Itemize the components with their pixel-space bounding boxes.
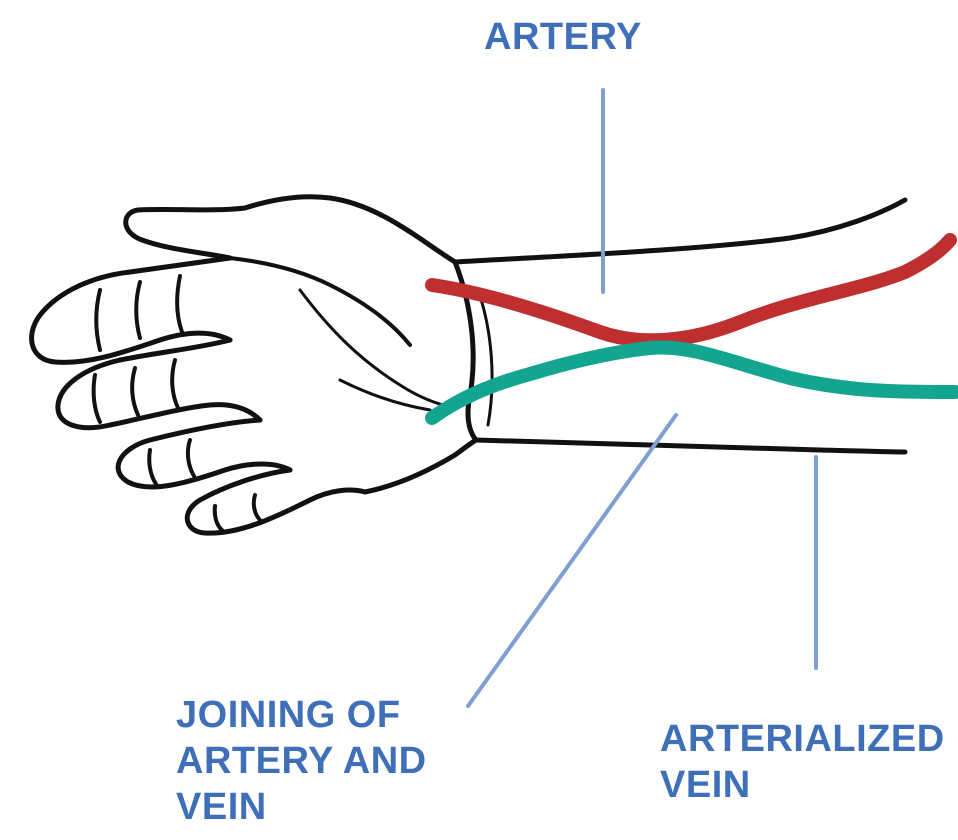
palm-line bbox=[230, 258, 410, 345]
artery-label-line: ARTERY bbox=[484, 14, 642, 60]
joining-label-line-1: JOINING OF bbox=[176, 692, 427, 738]
knuckle-lines bbox=[94, 276, 260, 530]
artery-vessel bbox=[432, 240, 950, 340]
wrist-crease-2 bbox=[478, 290, 492, 425]
forearm-top-edge bbox=[455, 200, 905, 262]
artery-label: ARTERY bbox=[484, 14, 642, 60]
vein-vessel bbox=[432, 347, 955, 418]
arterialized-label-line-1: ARTERIALIZED bbox=[660, 716, 945, 762]
palm-crease bbox=[300, 290, 455, 408]
finger-middle bbox=[58, 340, 260, 428]
hand-bottom-edge bbox=[365, 440, 476, 492]
joining-of-artery-and-vein-label: JOINING OF ARTERY AND VEIN bbox=[176, 692, 427, 830]
leader-lines bbox=[468, 90, 816, 706]
leader-line-joining bbox=[468, 415, 676, 706]
forearm-bottom-edge bbox=[475, 440, 905, 452]
joining-label-line-2: ARTERY AND bbox=[176, 738, 427, 784]
hand-forearm-outline bbox=[32, 197, 905, 533]
arterialized-label-line-2: VEIN bbox=[660, 762, 945, 808]
finger-little bbox=[187, 470, 365, 533]
arterialized-vein-label: ARTERIALIZED VEIN bbox=[660, 716, 945, 808]
thumb bbox=[126, 197, 455, 262]
joining-label-line-3: VEIN bbox=[176, 784, 427, 830]
